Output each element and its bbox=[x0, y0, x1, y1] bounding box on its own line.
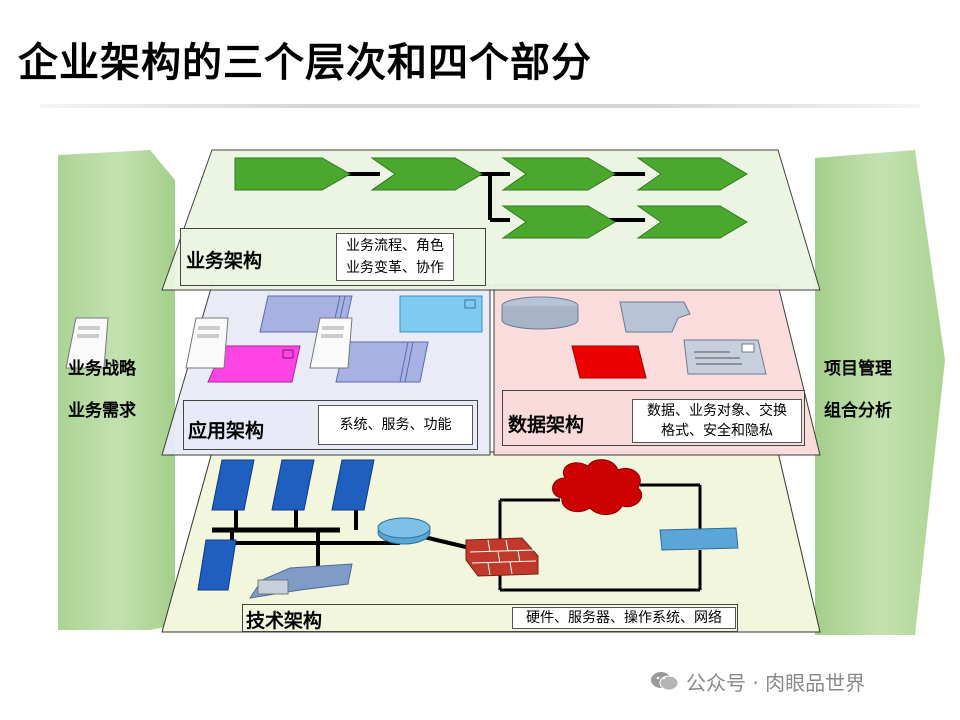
technology-desc-box: 硬件、服务器、操作系统、网络 bbox=[512, 607, 736, 629]
technology-desc: 硬件、服务器、操作系统、网络 bbox=[526, 610, 722, 626]
pillar-label-project-management: 项目管理 bbox=[824, 359, 892, 379]
business-desc-line: 业务变革、协作 bbox=[346, 260, 444, 276]
data-desc-box: 数据、业务对象、交换 格式、安全和隐私 bbox=[632, 399, 802, 443]
firewall-icon bbox=[465, 537, 539, 577]
cloud-icon bbox=[552, 459, 643, 515]
data-objects bbox=[501, 296, 767, 379]
pillar-label-portfolio-analysis: 组合分析 bbox=[824, 401, 892, 421]
business-layer-label: 业务架构 bbox=[186, 250, 263, 272]
right-pillar-labels: 项目管理 组合分析 bbox=[824, 348, 892, 432]
data-object bbox=[619, 301, 691, 333]
pillar-label-business-strategy: 业务战略 bbox=[68, 359, 136, 379]
app-component bbox=[335, 341, 429, 383]
left-pillar-labels: 业务战略 业务需求 bbox=[68, 348, 136, 432]
data-layer-label: 数据架构 bbox=[508, 414, 585, 436]
page-title: 企业架构的三个层次和四个部分 bbox=[18, 40, 592, 86]
right-pillar bbox=[815, 150, 945, 635]
process-arrow bbox=[501, 157, 616, 191]
data-desc-line: 数据、业务对象、交换 bbox=[647, 403, 787, 419]
business-desc-line: 业务流程、角色 bbox=[346, 238, 444, 254]
application-desc: 系统、服务、功能 bbox=[339, 417, 452, 433]
process-arrow bbox=[370, 157, 483, 191]
technology-layer-label: 技术架构 bbox=[246, 610, 323, 632]
business-desc-box: 业务流程、角色 业务变革、协作 bbox=[336, 233, 454, 281]
process-arrow bbox=[234, 157, 352, 191]
data-desc-line: 格式、安全和隐私 bbox=[661, 423, 773, 439]
server-icon bbox=[185, 317, 229, 369]
technology-network bbox=[197, 459, 739, 599]
server-icon bbox=[309, 317, 353, 369]
process-arrow bbox=[636, 157, 748, 191]
server-icon bbox=[65, 317, 109, 369]
business-process-flow bbox=[234, 157, 748, 239]
wechat-icon bbox=[651, 672, 679, 691]
switch-icon bbox=[659, 527, 739, 551]
database-server bbox=[331, 459, 375, 511]
left-pillar bbox=[58, 150, 175, 630]
app-component bbox=[207, 345, 301, 383]
process-arrow bbox=[501, 205, 616, 239]
pillar-label-business-requirements: 业务需求 bbox=[68, 401, 136, 421]
database-server bbox=[197, 539, 237, 591]
process-arrow bbox=[636, 205, 748, 239]
data-object bbox=[571, 345, 647, 379]
application-layer-label: 应用架构 bbox=[188, 420, 265, 442]
database-server bbox=[271, 459, 315, 511]
watermark-text: 公众号 · 肉眼品世界 bbox=[686, 671, 866, 695]
database-server bbox=[211, 459, 255, 511]
application-desc-box: 系统、服务、功能 bbox=[318, 405, 473, 445]
app-component bbox=[399, 295, 483, 333]
title-divider bbox=[40, 104, 920, 108]
